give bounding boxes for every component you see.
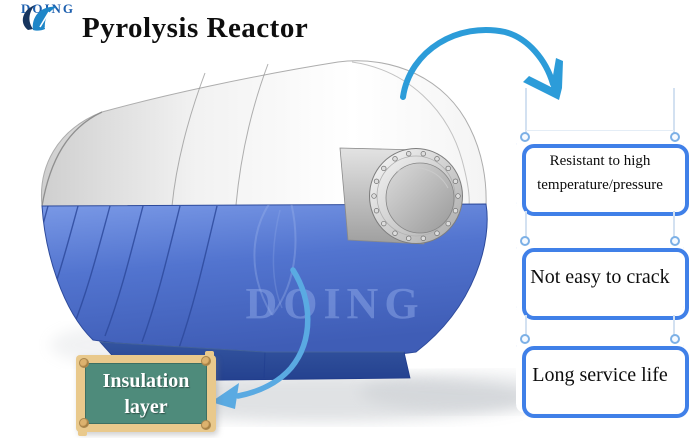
hanger-string [673,88,675,135]
hanger-ring-icon [670,132,680,142]
curved-arrow-down-icon [400,27,563,100]
hanger-ring-icon [670,236,680,246]
doing-logo-icon [22,5,57,31]
callout-label: Resistant to high temperature/pressure [537,153,663,193]
hanger-ring-icon [520,236,530,246]
callout-service-life: Long service life [516,315,689,418]
hanger-ring-icon [670,334,680,344]
sign-text-line: Insulation [102,369,190,392]
hanger-string [525,315,527,337]
nail-icon [201,420,211,430]
hanger-bar [526,130,674,131]
insulation-sign-panel: Insulation layer [85,363,207,424]
flange-icon [339,147,463,245]
curved-arrow-left-icon [211,267,311,409]
doing-logo: DOING [16,1,80,55]
frame-tab [205,351,214,359]
hanger-string [673,315,675,337]
callout-label: Not easy to crack [530,266,670,288]
hanger-string [525,88,527,135]
hanger-ring-icon [520,132,530,142]
nail-icon [201,356,211,366]
callout-crack: Not easy to crack [516,211,689,320]
insulation-sign: Insulation layer [76,351,216,436]
callout-label: Long service life [532,364,668,386]
frame-tab [78,428,87,436]
nail-icon [79,418,89,428]
page-title: Pyrolysis Reactor [82,12,309,44]
hanger-string [673,211,675,239]
callout-temperature: Resistant to high temperature/pressure [516,88,689,216]
hanger-string [525,211,527,239]
insulation-shell: DOING [41,203,488,358]
nail-icon [79,358,89,368]
flange-bolts [371,151,461,241]
hanger-ring-icon [520,334,530,344]
sign-text-line: layer [124,395,168,418]
watermark-text: DOING [245,279,424,328]
insulation-ribs [42,204,297,349]
